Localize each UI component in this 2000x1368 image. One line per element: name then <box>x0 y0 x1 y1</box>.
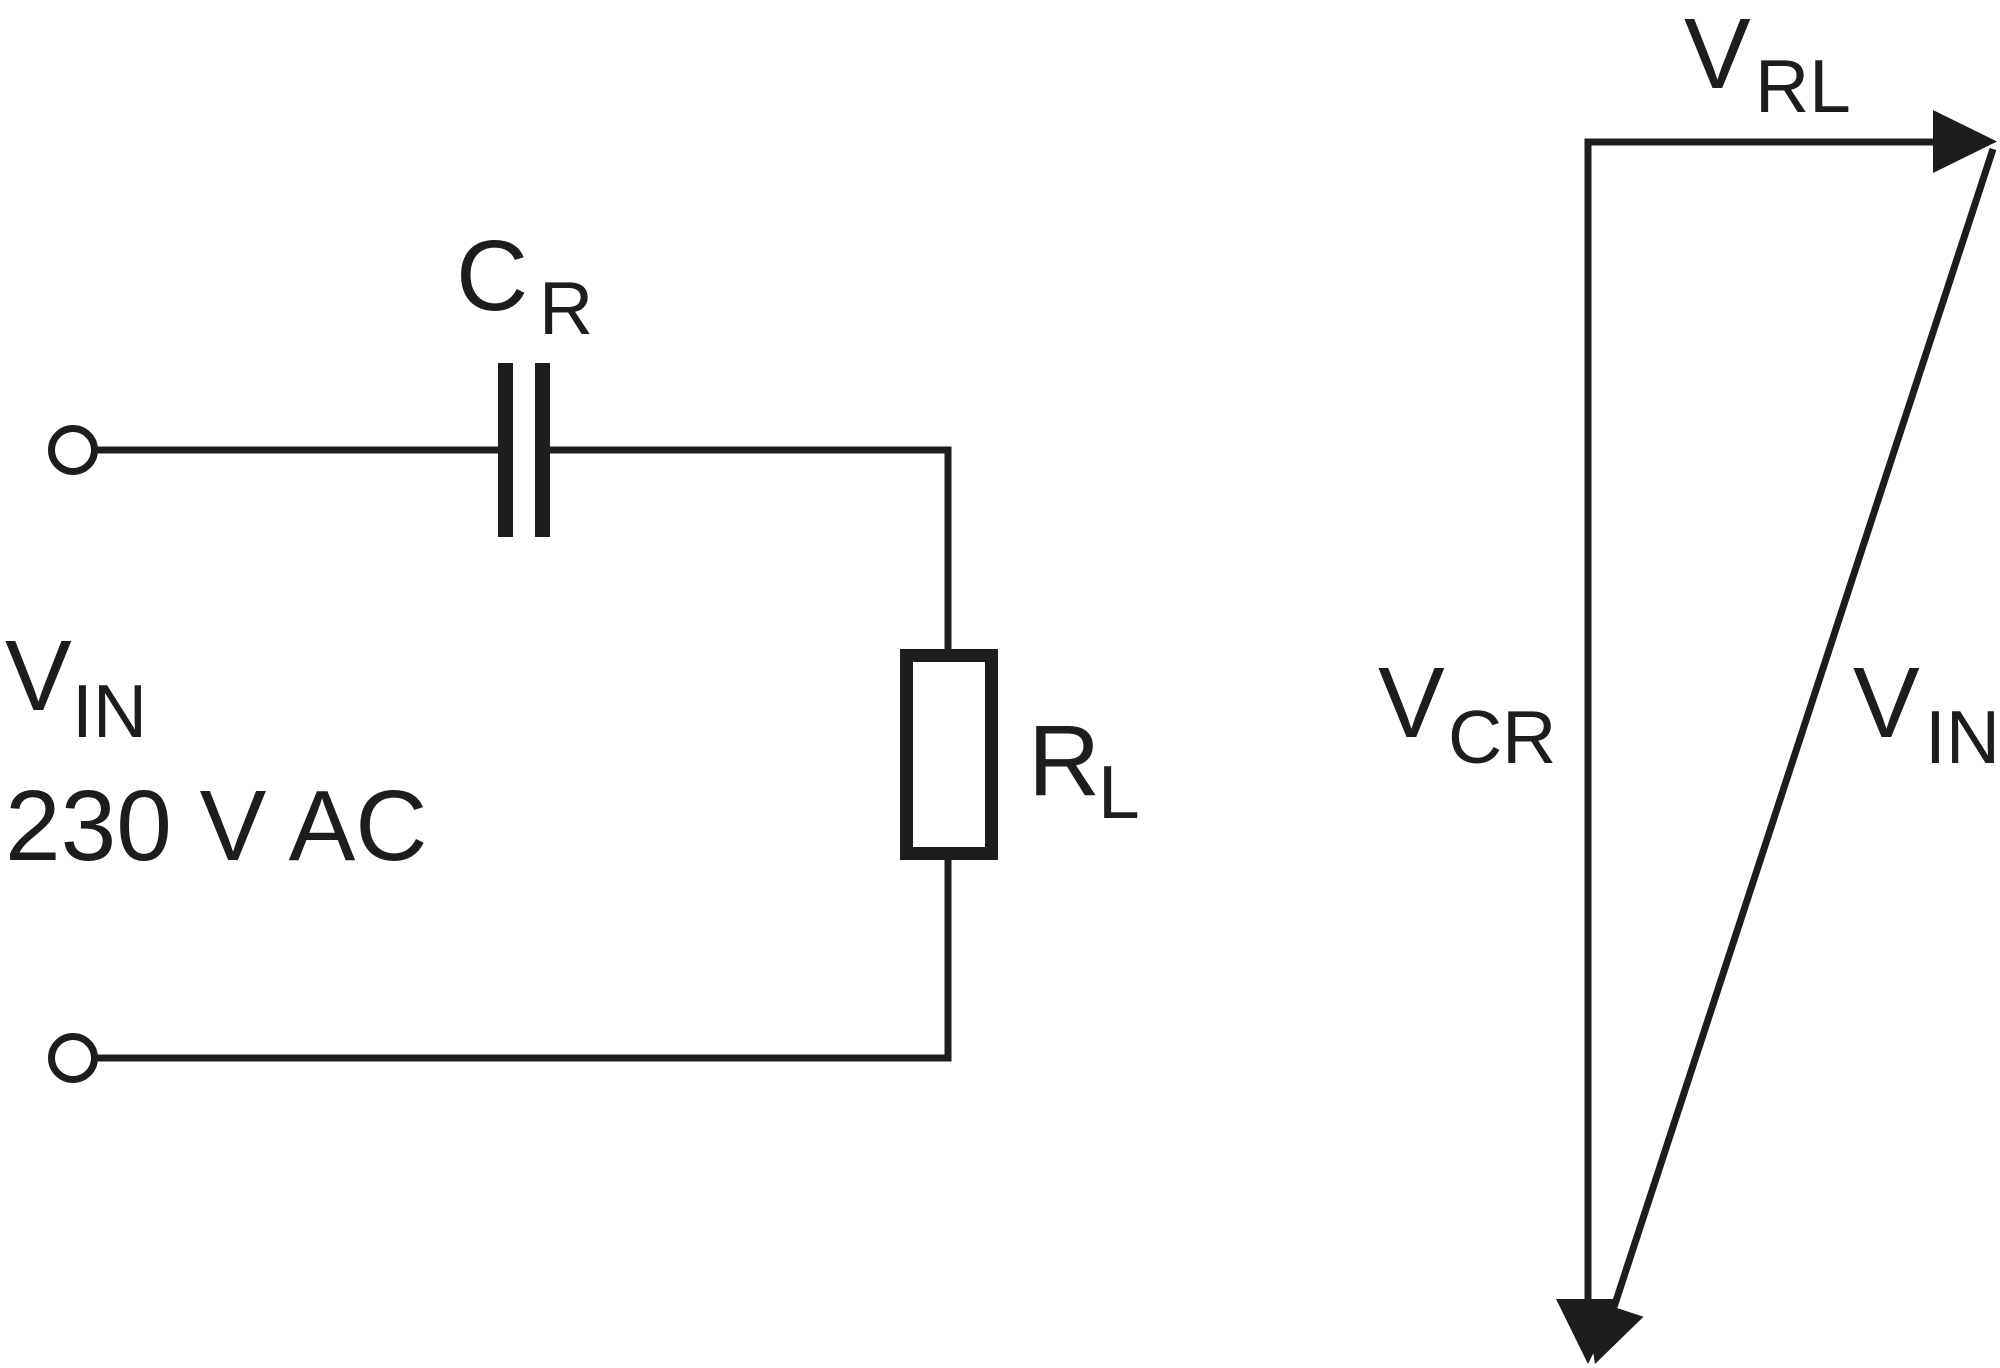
input-terminal-top-icon <box>48 425 98 475</box>
source-label: V IN <box>5 620 147 753</box>
phasor-vin-label-sub: IN <box>1925 695 2000 779</box>
resistor-label: R L <box>1028 705 1140 834</box>
phasor-vrl-arrowhead-icon <box>1933 110 1997 173</box>
phasor-vcr-label: V CR <box>1378 647 1556 779</box>
capacitor-label: C R <box>456 220 593 350</box>
input-terminal-bottom-icon <box>48 1033 98 1083</box>
capacitor-plate-left <box>498 363 513 537</box>
phasor-vin-shaft <box>1610 147 1997 1309</box>
phasor-vin-arrowhead-icon <box>1584 1297 1644 1364</box>
phasor-vcr-vrl-shafts <box>1584 138 1938 1300</box>
phasor-vcr-label-base: V <box>1378 647 1445 759</box>
capacitor-plate-right <box>535 363 550 537</box>
phasor-vin-label: V IN <box>1853 647 2000 779</box>
circuit-diagram: C R V IN 230 V AC R L <box>5 220 1140 1083</box>
phasor-diagram: V RL V CR V IN <box>1378 0 2000 1364</box>
phasor-vrl-label-base: V <box>1684 0 1751 110</box>
phasor-vrl-label-sub: RL <box>1755 44 1851 128</box>
source-label-sub: IN <box>72 669 147 753</box>
source-label-base: V <box>5 620 72 732</box>
wire-bottom-return <box>94 854 952 1062</box>
resistor-label-base: R <box>1028 705 1100 817</box>
wire-top-right <box>550 446 952 655</box>
phasor-vin-label-base: V <box>1853 647 1920 759</box>
resistor-rl-icon <box>900 649 998 860</box>
phasor-vrl-label: V RL <box>1684 0 1851 128</box>
source-voltage-label: 230 V AC <box>5 770 428 882</box>
capacitor-label-base: C <box>456 220 528 332</box>
phasor-vcr-label-sub: CR <box>1448 695 1556 779</box>
capacitor-cr-icon <box>498 363 550 537</box>
resistor-label-sub: L <box>1098 750 1140 834</box>
capacitor-label-sub: R <box>539 266 593 350</box>
